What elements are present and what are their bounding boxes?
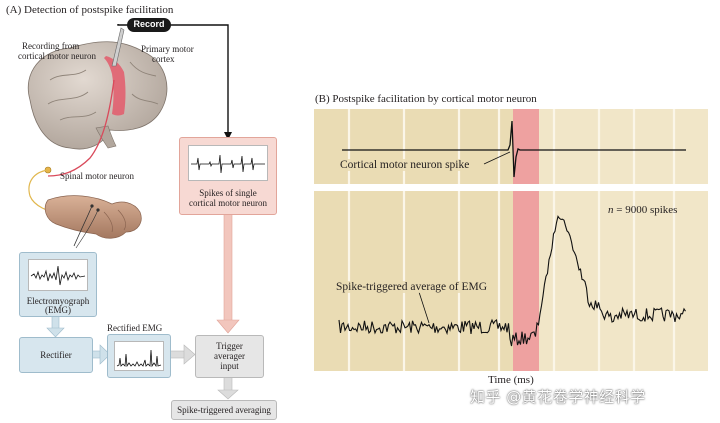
record-wire xyxy=(117,24,229,138)
n-rest: = 9000 spikes xyxy=(613,204,678,216)
panel-b-figure xyxy=(314,109,708,371)
emg-box-line1: Electromyograph xyxy=(26,296,90,306)
n-italic: n xyxy=(608,204,614,216)
n-label: n = 9000 spikes xyxy=(608,204,677,216)
spike-highlight xyxy=(513,109,539,184)
label-recording-from: Recording from xyxy=(22,41,80,51)
rectifier-to-rectified-shaft xyxy=(91,350,102,359)
record-badge: Record xyxy=(127,18,171,32)
spikes-to-trigger-head xyxy=(216,319,240,334)
panel-b-title: (B) Postspike facilitation by cortical m… xyxy=(315,93,537,105)
trigger-line2: averager xyxy=(214,351,245,361)
rectifier-to-rectified-head xyxy=(99,344,111,365)
rectified-emg-inset xyxy=(114,341,164,371)
rectified-to-trigger-shaft xyxy=(169,350,186,359)
label-spinal-motor-neuron: Spinal motor neuron xyxy=(60,171,134,181)
output-label: Spike-triggered averaging xyxy=(177,405,271,415)
record-arrowhead xyxy=(224,132,232,140)
spikes-box-line1: Spikes of single xyxy=(199,188,257,198)
spike-label-pointer xyxy=(483,151,511,165)
spike-label: Cortical motor neuron spike xyxy=(338,159,472,171)
record-label: Record xyxy=(133,19,165,29)
brainstem-icon xyxy=(95,125,117,149)
panel-a-title: (A) Detection of postspike facilitation xyxy=(6,4,174,16)
trigger-line1: Trigger xyxy=(216,341,243,351)
brain-icon xyxy=(28,41,168,150)
corticospinal-tract xyxy=(47,79,115,177)
rectified-to-trigger-head xyxy=(183,344,196,365)
trigger-to-output-head xyxy=(217,389,239,400)
rectifier-label: Rectifier xyxy=(40,350,72,360)
spike-triggered-emg-trace xyxy=(338,215,686,347)
panel-a-connectors xyxy=(46,24,240,400)
label-cortex: cortex xyxy=(152,54,175,64)
rectified-emg-box xyxy=(107,334,171,378)
watermark: 知乎 @黄花卷学神经科学 xyxy=(470,388,646,406)
spikes-inset xyxy=(188,145,268,181)
motor-cortex-highlight xyxy=(104,56,126,116)
emg-to-rectifier-head xyxy=(46,327,65,338)
cortical-spike-trace xyxy=(342,120,686,178)
emg-box-line2: (EMG) xyxy=(45,305,71,315)
spikes-box-line2: cortical motor neuron xyxy=(189,198,267,208)
spikes-to-trigger-shaft xyxy=(223,212,233,322)
rectified-emg-trace xyxy=(116,349,162,368)
x-axis-label: Time (ms) xyxy=(488,374,534,386)
trigger-line3: input xyxy=(220,361,239,371)
emg-trace xyxy=(30,265,86,286)
spike-train-trace xyxy=(191,154,265,174)
emg-electrode-wire xyxy=(73,205,93,247)
trigger-averager-box: Trigger averager input xyxy=(195,335,264,378)
emg-label: Spike-triggered average of EMG xyxy=(334,281,490,293)
monkey-illustration xyxy=(28,27,168,249)
label-primary-motor: Primary motor xyxy=(141,44,194,54)
spikes-box: Spikes of single cortical motor neuron xyxy=(179,137,277,215)
emg-box: Electromyograph (EMG) xyxy=(19,252,97,317)
electrode-icon xyxy=(111,27,125,67)
rectifier-box: Rectifier xyxy=(19,337,93,373)
rectified-emg-label: Rectified EMG xyxy=(107,323,163,333)
spike-triggered-averaging-box: Spike-triggered averaging xyxy=(171,400,277,420)
hand-icon xyxy=(44,195,142,239)
emg-inset xyxy=(28,259,88,291)
trigger-to-output-shaft xyxy=(223,376,233,392)
emg-label-pointer xyxy=(418,291,430,324)
label-cortical-motor-neuron: cortical motor neuron xyxy=(18,51,96,61)
